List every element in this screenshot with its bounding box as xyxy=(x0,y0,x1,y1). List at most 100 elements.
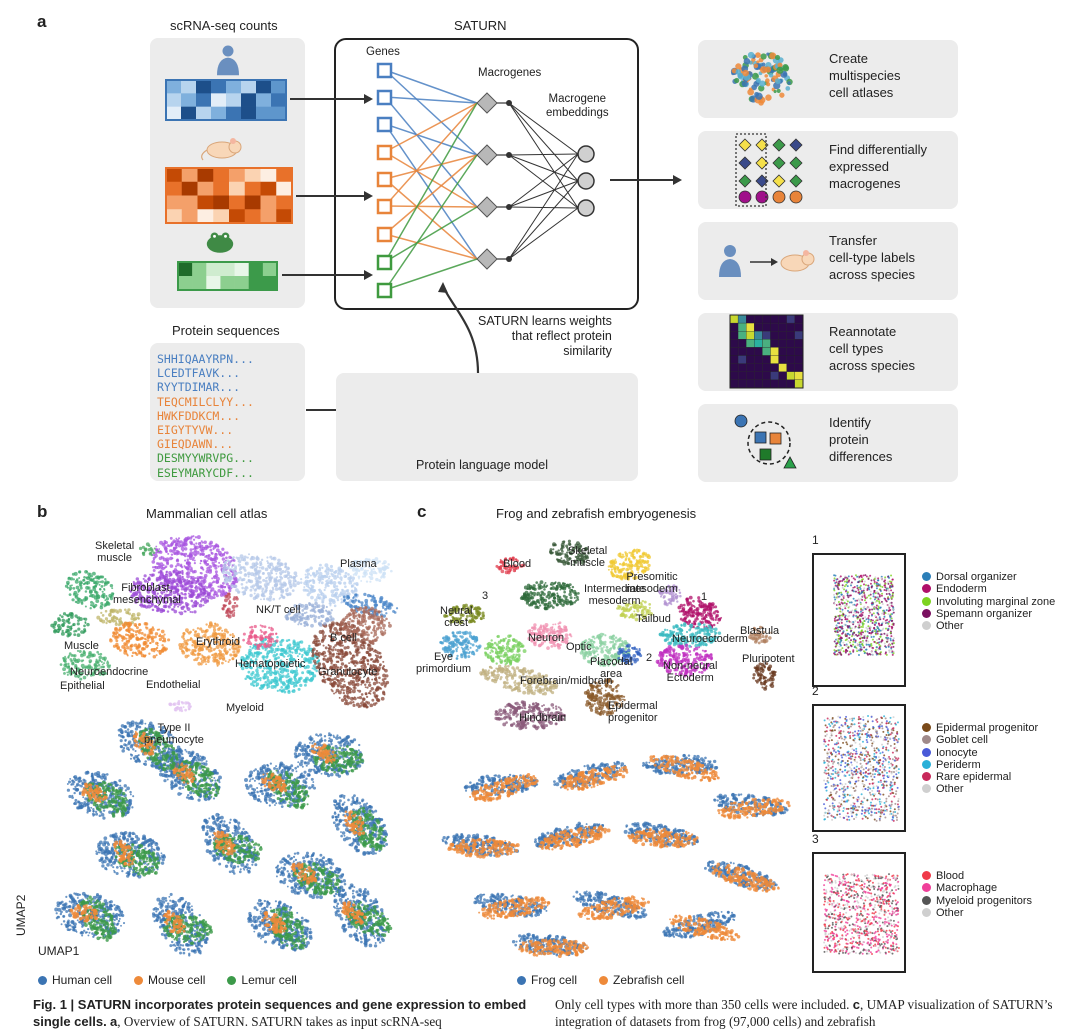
inset-point xyxy=(870,757,873,760)
inset-point xyxy=(870,635,873,638)
inset-point xyxy=(861,631,864,634)
inset-point xyxy=(830,753,833,756)
inset-point xyxy=(885,771,888,774)
inset-point xyxy=(884,597,887,600)
inset-point xyxy=(861,594,864,597)
inset-point xyxy=(848,924,851,927)
inset-point xyxy=(845,899,848,902)
atlas-icon-point xyxy=(785,86,791,91)
inset-point xyxy=(867,887,870,890)
inset-point xyxy=(865,877,868,880)
cell-type-label: Forebrain/midbrain xyxy=(520,675,613,687)
inset-point xyxy=(829,950,832,953)
inset-point xyxy=(847,889,850,892)
inset-point xyxy=(870,650,873,653)
inset-point xyxy=(853,637,856,640)
legend-label: Mouse cell xyxy=(148,973,206,987)
inset-point xyxy=(830,814,833,817)
inset-point xyxy=(893,936,896,939)
inset-point xyxy=(839,732,842,735)
inset-point xyxy=(833,748,836,751)
inset-point xyxy=(889,805,892,808)
cell-type-label: NK/T cell xyxy=(256,604,301,616)
inset-point xyxy=(877,605,880,608)
inset-point xyxy=(844,880,847,883)
inset-point xyxy=(885,797,888,800)
inset-point xyxy=(857,918,860,921)
inset-point xyxy=(878,896,881,899)
inset-point xyxy=(892,645,895,648)
inset-point xyxy=(844,921,847,924)
inset-point xyxy=(866,606,869,609)
inset-point xyxy=(848,718,851,721)
inset-point xyxy=(866,630,869,633)
inset-point xyxy=(869,574,872,577)
inset-point xyxy=(881,786,884,789)
inset-point xyxy=(844,926,847,929)
inset-point xyxy=(889,786,892,789)
reannotate-matrix-cell xyxy=(754,331,763,340)
inset-point xyxy=(869,793,872,796)
inset-point xyxy=(838,788,841,791)
inset-point xyxy=(878,638,881,641)
umap-b-cluster xyxy=(221,592,239,619)
inset-point xyxy=(865,766,868,769)
inset-point xyxy=(861,764,864,767)
reannotate-matrix-cell xyxy=(729,371,739,380)
inset-point xyxy=(842,787,845,790)
inset-point xyxy=(876,652,879,655)
inset-point xyxy=(862,574,865,577)
inset-point xyxy=(853,749,856,752)
arrowhead-up xyxy=(438,282,448,293)
inset-point xyxy=(824,786,827,789)
atlas-icon-point xyxy=(782,64,789,71)
inset-point xyxy=(880,883,883,886)
inset-point xyxy=(833,617,836,620)
inset-point xyxy=(875,761,878,764)
inset-point xyxy=(876,617,879,620)
inset-point xyxy=(852,615,855,618)
inset-point xyxy=(861,806,864,809)
inset-point xyxy=(830,732,833,735)
inset-point xyxy=(843,876,846,879)
inset-point xyxy=(834,942,837,945)
inset-point xyxy=(877,899,880,902)
inset-point xyxy=(866,636,869,639)
inset-point xyxy=(893,743,896,746)
inset-point xyxy=(889,810,892,813)
inset-point xyxy=(831,921,834,924)
inset-point xyxy=(878,798,881,801)
umap-c-cluster xyxy=(616,599,653,622)
inset-point xyxy=(848,818,851,821)
embedding-edge xyxy=(508,154,579,182)
umap-b-cluster xyxy=(299,563,360,608)
inset-point xyxy=(864,634,867,637)
inset-point xyxy=(892,892,895,895)
cell-circle-icon xyxy=(755,190,769,204)
inset-point xyxy=(824,730,827,733)
inset-point xyxy=(882,941,885,944)
umap-c-zebrafish-cells xyxy=(711,862,780,893)
inset-point xyxy=(897,768,900,771)
caption-bold: Fig. 1 | SATURN incorporates protein seq… xyxy=(33,997,527,1029)
inset-point xyxy=(852,873,855,876)
inset-point xyxy=(836,770,839,773)
inset-point xyxy=(887,613,890,616)
inset-point xyxy=(896,907,899,910)
gene-node xyxy=(376,89,393,106)
inset-point xyxy=(886,597,889,600)
inset-point xyxy=(825,730,828,733)
cell-type-label: Plasma xyxy=(340,558,377,570)
inset-point xyxy=(855,905,858,908)
inset-point xyxy=(828,812,831,815)
reannotate-matrix-cell xyxy=(762,339,771,348)
reannotate-matrix-cell xyxy=(778,379,787,389)
inset-point xyxy=(823,761,826,764)
inset-point xyxy=(878,761,881,764)
reannotate-matrix-cell xyxy=(778,347,787,356)
inset-point xyxy=(838,614,841,617)
reannotate-matrix-cell xyxy=(754,347,763,356)
umap-b-lemur-cells xyxy=(312,744,365,775)
inset-point xyxy=(857,586,860,589)
inset-point xyxy=(893,737,896,740)
